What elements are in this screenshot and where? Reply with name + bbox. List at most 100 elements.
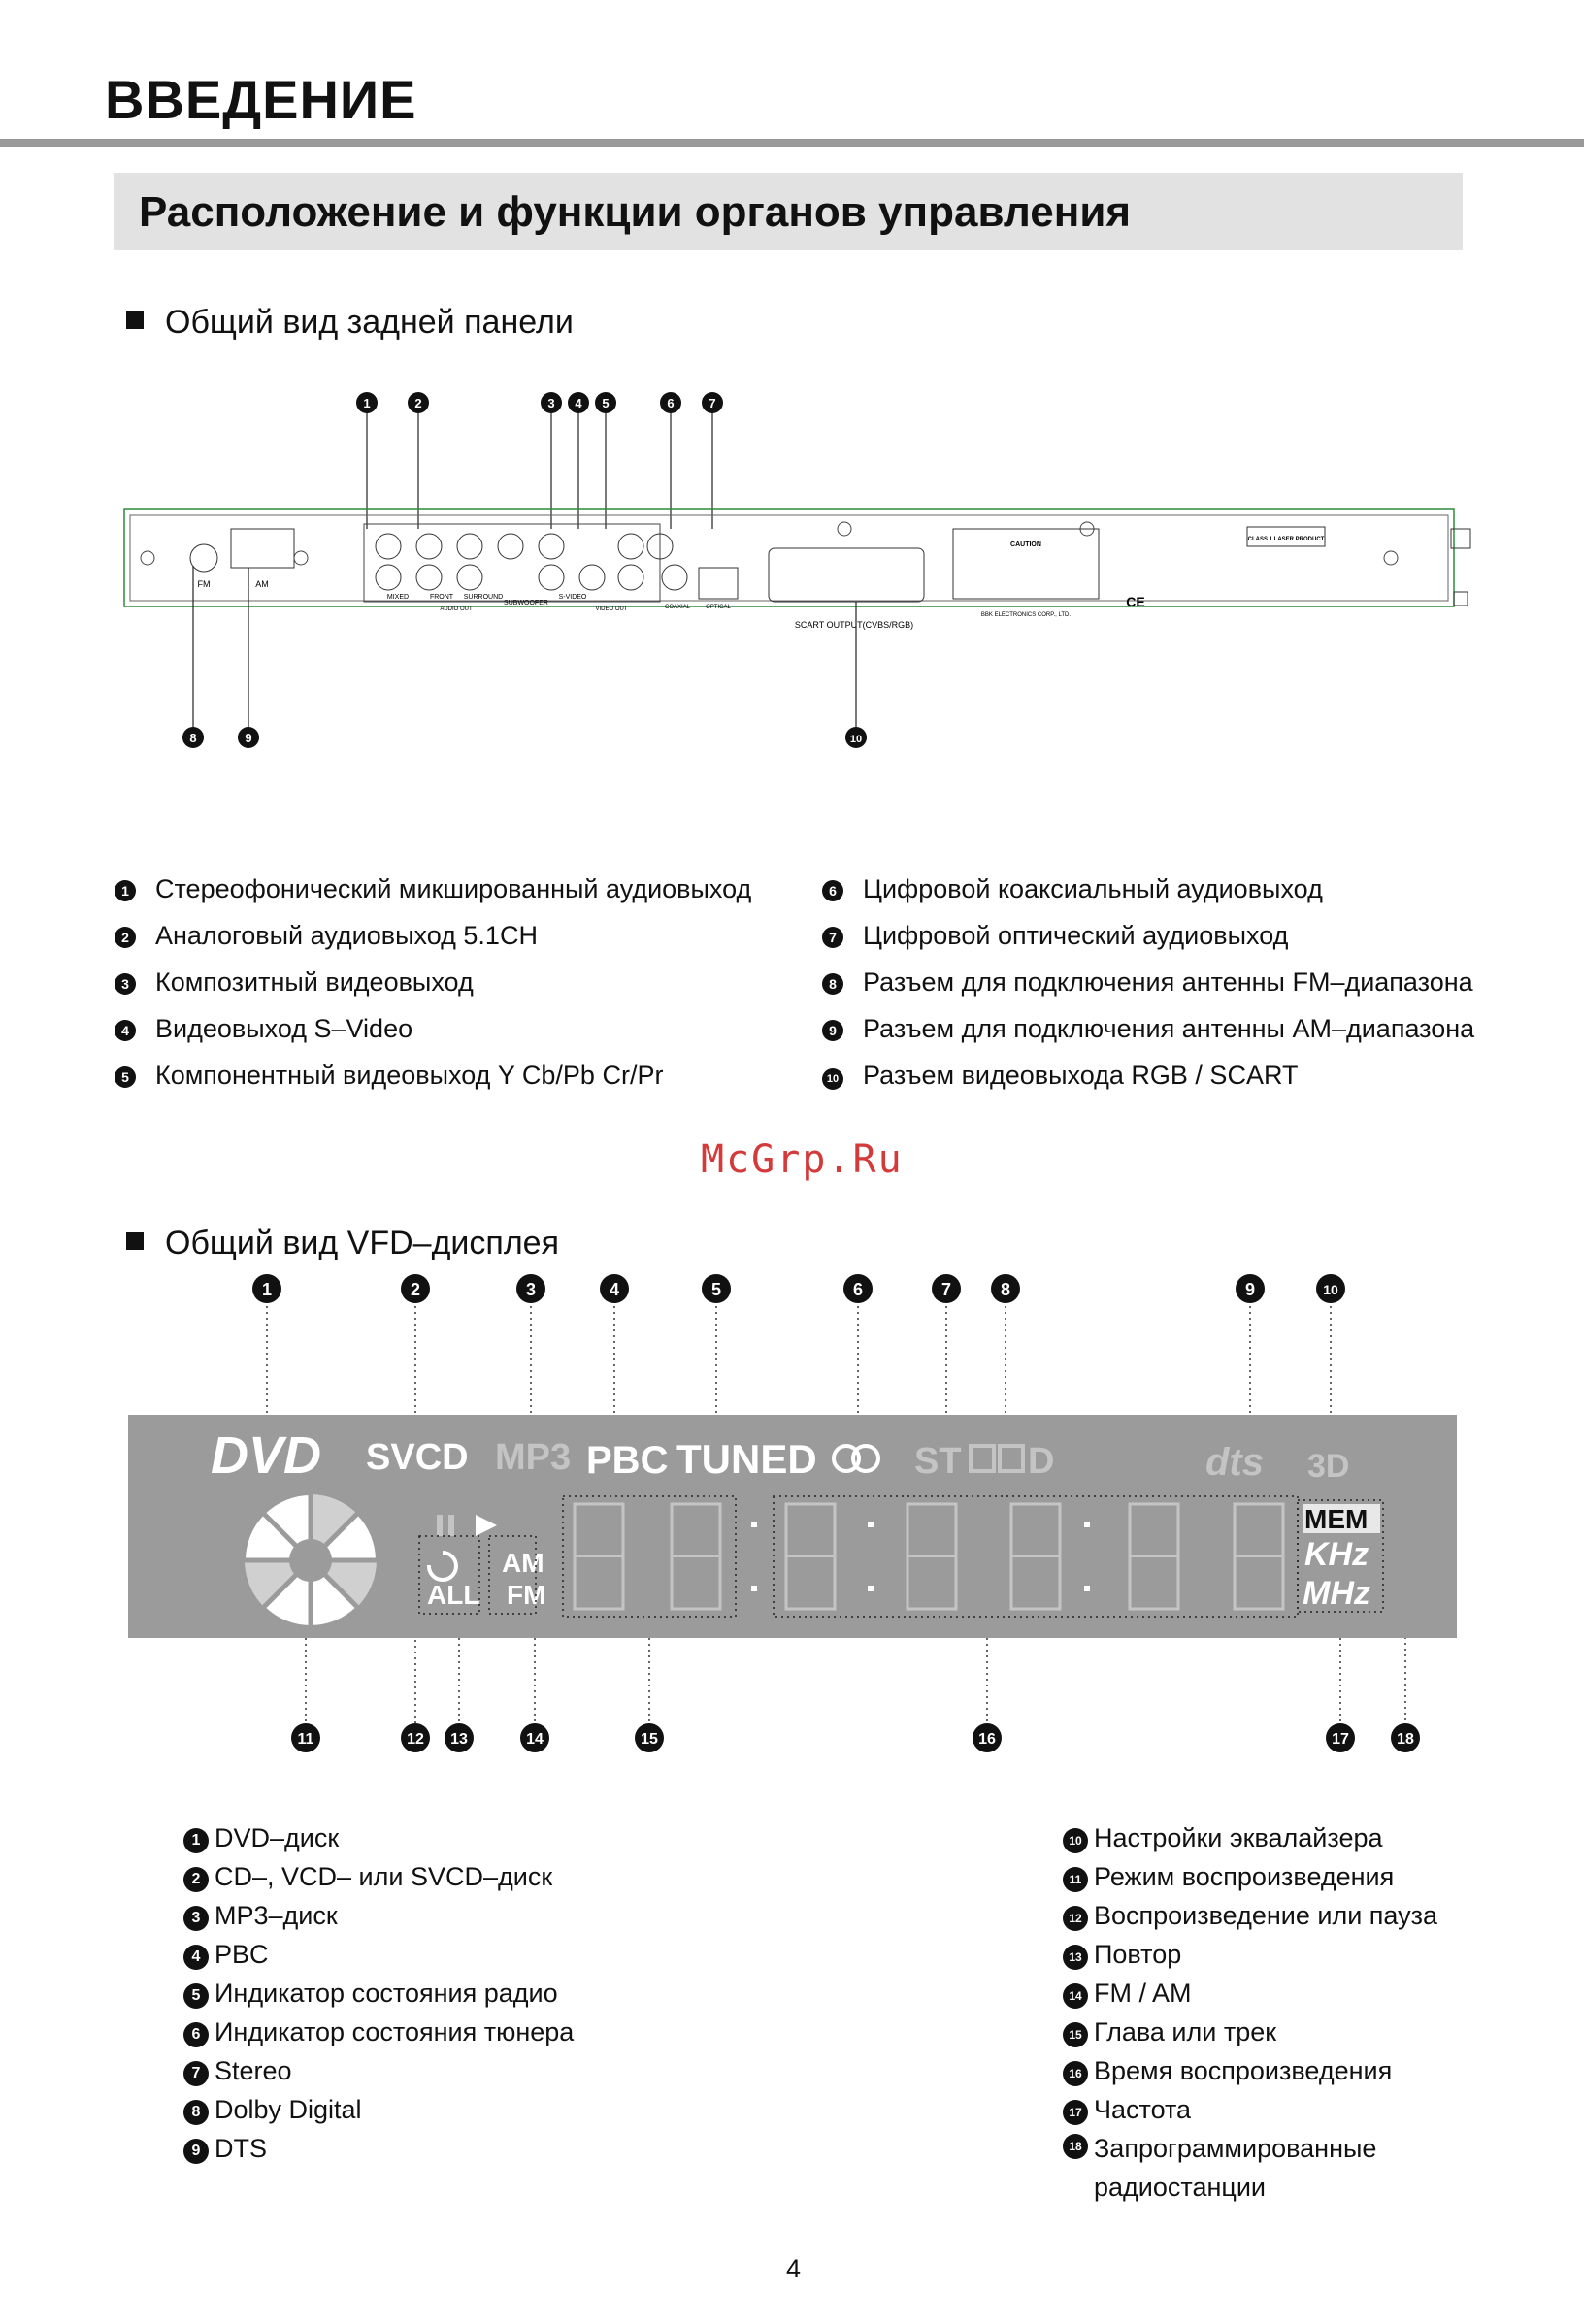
title-rule — [0, 139, 1584, 147]
svg-text:CAUTION: CAUTION — [1010, 541, 1041, 548]
svg-text:2: 2 — [414, 396, 421, 410]
vfd-bottom-callouts: 11 12 13 14 15 16 17 18 — [291, 1638, 1420, 1752]
svg-text:18: 18 — [1397, 1731, 1414, 1748]
svg-text:FM: FM — [507, 1580, 545, 1610]
section-banner: Расположение и функции органов управлени… — [114, 173, 1463, 250]
svg-text:8: 8 — [189, 731, 196, 745]
svg-text:PBC: PBC — [586, 1439, 668, 1482]
svg-text:3: 3 — [526, 1280, 536, 1299]
svg-text:4: 4 — [575, 396, 582, 410]
vfd-display: DVD SVCD MP3 PBC TUNED ST D dts 3D — [128, 1415, 1457, 1638]
svg-text:1: 1 — [262, 1280, 272, 1299]
svg-text:9: 9 — [245, 731, 251, 745]
page-title: ВВЕДЕНИЕ — [105, 69, 417, 130]
svg-text:SCART OUTPUT(CVBS/RGB): SCART OUTPUT(CVBS/RGB) — [795, 620, 913, 630]
svg-text:1: 1 — [363, 396, 370, 410]
svg-text:6: 6 — [667, 396, 674, 410]
rear-panel-subtitle-text: Общий вид задней панели — [165, 304, 574, 341]
svg-text:10: 10 — [850, 734, 862, 745]
svg-text:2: 2 — [411, 1280, 420, 1299]
svg-text:AM: AM — [502, 1548, 544, 1578]
svg-text:AUDIO OUT: AUDIO OUT — [440, 606, 473, 612]
svg-text:TUNED: TUNED — [676, 1436, 817, 1482]
svg-text:MEM: MEM — [1304, 1504, 1368, 1534]
svg-text:3: 3 — [547, 396, 554, 410]
svg-text:5: 5 — [602, 396, 609, 410]
svg-text:D: D — [1028, 1441, 1054, 1482]
svg-text:4: 4 — [610, 1280, 619, 1299]
svg-text:BBK ELECTRONICS CORP., LTD.: BBK ELECTRONICS CORP., LTD. — [981, 612, 1071, 618]
svg-text:KHz: KHz — [1304, 1536, 1369, 1573]
am-label: AM — [255, 579, 269, 589]
rear-panel-diagram: 1 2 3 4 5 6 7 FM AM MIXED — [123, 392, 1471, 748]
fm-label: FM — [198, 579, 211, 589]
svg-text:SVCD: SVCD — [366, 1437, 469, 1478]
svg-text:ST: ST — [914, 1441, 962, 1482]
svg-text:8: 8 — [1001, 1280, 1010, 1299]
svg-text:COAXIAL: COAXIAL — [665, 605, 691, 610]
svg-text:CLASS 1 LASER PRODUCT: CLASS 1 LASER PRODUCT — [1248, 537, 1325, 542]
bullet-square-icon — [126, 1232, 144, 1250]
svg-text:SURROUND: SURROUND — [464, 594, 503, 601]
svg-text:9: 9 — [1245, 1280, 1255, 1299]
vfd-subtitle-text: Общий вид VFD–дисплея — [165, 1225, 559, 1261]
svg-text:ALL: ALL — [427, 1580, 479, 1610]
svg-text:dts: dts — [1205, 1441, 1264, 1484]
svg-text:15: 15 — [641, 1731, 658, 1748]
svg-text:7: 7 — [941, 1280, 951, 1299]
section-title: Расположение и функции органов управлени… — [139, 188, 1132, 236]
rear-panel-subtitle: Общий вид задней панели — [126, 304, 574, 342]
svg-text:SUBWOOFER: SUBWOOFER — [504, 600, 548, 606]
vfd-top-callouts: 1 2 3 4 5 6 7 8 9 10 — [252, 1274, 1345, 1417]
watermark: McGrp.Ru — [701, 1137, 904, 1182]
svg-text:12: 12 — [407, 1731, 424, 1748]
svg-text:MIXED: MIXED — [387, 594, 409, 601]
svg-text:OPTICAL: OPTICAL — [706, 605, 731, 610]
svg-text:14: 14 — [526, 1731, 544, 1748]
svg-text:S-VIDEO: S-VIDEO — [559, 594, 587, 601]
vfd-subtitle: Общий вид VFD–дисплея — [126, 1225, 559, 1262]
svg-text:3D: 3D — [1307, 1448, 1349, 1485]
disc-icon — [244, 1493, 378, 1627]
dvd-indicator: DVD — [211, 1426, 321, 1485]
svg-text:VIDEO OUT: VIDEO OUT — [595, 606, 627, 612]
svg-text:16: 16 — [978, 1731, 996, 1748]
svg-text:FRONT: FRONT — [430, 594, 454, 601]
svg-text:MP3: MP3 — [495, 1437, 571, 1478]
svg-text:MHz: MHz — [1303, 1575, 1370, 1612]
page-number: 4 — [786, 2254, 802, 2283]
svg-text:11: 11 — [298, 1731, 314, 1748]
svg-text:CE: CE — [1126, 594, 1144, 609]
